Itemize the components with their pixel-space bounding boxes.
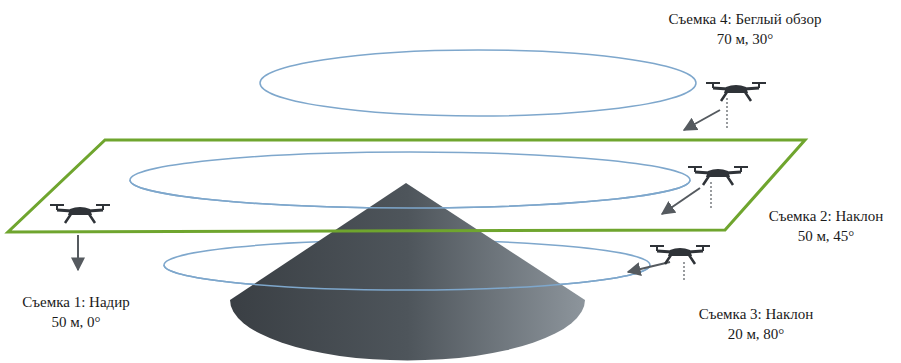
survey-parameters: 20 м, 80°: [728, 325, 785, 343]
survey-parameters: 70 м, 30°: [717, 30, 774, 48]
survey-parameters: 50 м, 45°: [798, 227, 855, 245]
flight-path: [164, 265, 650, 290]
camera-arrow: [78, 110, 720, 272]
altitude-plane: [8, 140, 805, 232]
survey-title: Съемка 1: Надир: [22, 293, 129, 311]
drone-icon: [50, 205, 110, 223]
flight-path: [130, 180, 690, 208]
drone-icon: [650, 246, 710, 264]
survey-parameters: 50 м, 0°: [51, 313, 100, 331]
survey-title: Съемка 4: Беглый обзор: [669, 10, 822, 28]
drone-icon: [688, 167, 748, 185]
survey-title: Съемка 2: Наклон: [769, 207, 884, 225]
object-cone: [230, 183, 585, 360]
drone-icon: [706, 83, 766, 101]
survey-title: Съемка 3: Наклон: [699, 305, 814, 323]
flight-path: [260, 50, 696, 116]
